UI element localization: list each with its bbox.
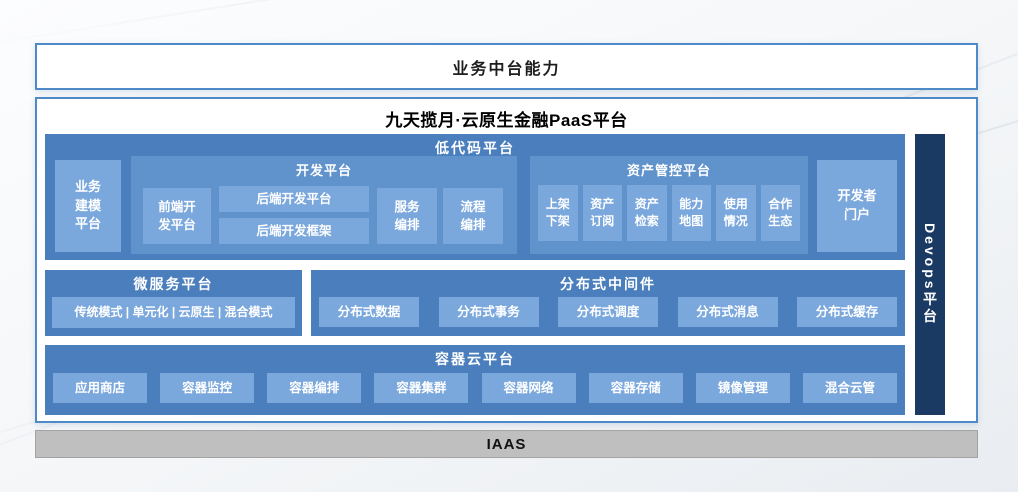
usage-status-box: 使用 情况 bbox=[716, 185, 756, 241]
container-monitoring-box: 容器监控 bbox=[160, 373, 255, 403]
service-orchestration-box: 服务 编排 bbox=[377, 188, 437, 244]
iaas-bar: IAAS bbox=[35, 430, 978, 458]
asset-items-row: 上架 下架 资产 订阅 资产 检索 能力 地图 使用 情况 合作 生态 bbox=[530, 179, 808, 241]
distributed-transaction-box: 分布式事务 bbox=[438, 297, 539, 327]
devops-platform-bar: Devops平台 bbox=[915, 134, 945, 415]
lowcode-platform-title: 低代码平台 bbox=[435, 140, 515, 156]
microservice-modes-box: 传统模式 | 单元化 | 云原生 | 混合模式 bbox=[52, 297, 295, 328]
dev-platform-panel: 开发平台 前端开 发平台 后端开发平台 后端开发框架 服务 编排 流程 编排 bbox=[131, 156, 517, 254]
container-network-box: 容器网络 bbox=[481, 373, 576, 403]
image-management-box: 镜像管理 bbox=[695, 373, 790, 403]
container-cluster-box: 容器集群 bbox=[374, 373, 469, 403]
business-capability-box: 业务中台能力 bbox=[35, 43, 978, 90]
backend-dev-platform-box: 后端开发平台 bbox=[219, 186, 369, 212]
distributed-cache-box: 分布式缓存 bbox=[797, 297, 897, 327]
developer-portal-box: 开发者 门户 bbox=[817, 160, 897, 252]
asset-search-box: 资产 检索 bbox=[627, 185, 667, 241]
container-orchestration-box: 容器编排 bbox=[267, 373, 362, 403]
asset-control-title: 资产管控平台 bbox=[626, 163, 711, 178]
business-capability-label: 业务中台能力 bbox=[452, 60, 561, 78]
distributed-data-box: 分布式数据 bbox=[319, 297, 419, 327]
hybrid-cloud-management-box: 混合云管 bbox=[802, 373, 897, 403]
container-cloud-section: 容器云平台 应用商店 容器监控 容器编排 容器集群 容器网络 容器存储 镜像管理… bbox=[45, 345, 905, 415]
iaas-label: IAAS bbox=[486, 435, 527, 453]
distributed-scheduling-box: 分布式调度 bbox=[558, 297, 658, 327]
asset-subscription-box: 资产 订阅 bbox=[582, 185, 622, 241]
distributed-message-box: 分布式消息 bbox=[677, 297, 778, 327]
asset-onshelf-offshelf-box: 上架 下架 bbox=[538, 185, 578, 241]
capability-map-box: 能力 地图 bbox=[671, 185, 711, 241]
microservice-platform-section: 微服务平台 传统模式 | 单元化 | 云原生 | 混合模式 bbox=[45, 270, 302, 336]
business-modeling-platform-box: 业务 建模 平台 bbox=[55, 160, 121, 252]
lowcode-platform-section: 低代码平台 业务 建模 平台 开发平台 前端开 发平台 后端开发平台 后端开发框… bbox=[45, 134, 905, 260]
dev-platform-title: 开发平台 bbox=[295, 163, 352, 178]
cooperation-ecosystem-box: 合作 生态 bbox=[760, 185, 800, 241]
frontend-dev-platform-box: 前端开 发平台 bbox=[143, 188, 211, 244]
middleware-items-row: 分布式数据 分布式事务 分布式调度 分布式消息 分布式缓存 bbox=[311, 297, 905, 327]
backend-dev-framework-box: 后端开发框架 bbox=[219, 218, 369, 244]
distributed-middleware-section: 分布式中间件 分布式数据 分布式事务 分布式调度 分布式消息 分布式缓存 bbox=[311, 270, 905, 336]
paas-platform-container: 九天揽月·云原生金融PaaS平台 低代码平台 业务 建模 平台 开发平台 前端开… bbox=[35, 97, 978, 423]
paas-platform-title: 九天揽月·云原生金融PaaS平台 bbox=[385, 111, 628, 130]
distributed-middleware-title: 分布式中间件 bbox=[560, 276, 656, 292]
container-storage-box: 容器存储 bbox=[588, 373, 683, 403]
container-cloud-title: 容器云平台 bbox=[435, 351, 515, 367]
asset-control-panel: 资产管控平台 上架 下架 资产 订阅 资产 检索 能力 地图 使用 情况 合作 … bbox=[530, 156, 808, 254]
process-orchestration-box: 流程 编排 bbox=[443, 188, 503, 244]
container-items-row: 应用商店 容器监控 容器编排 容器集群 容器网络 容器存储 镜像管理 混合云管 bbox=[45, 373, 905, 403]
app-store-box: 应用商店 bbox=[53, 373, 147, 403]
microservice-platform-title: 微服务平台 bbox=[133, 276, 214, 292]
